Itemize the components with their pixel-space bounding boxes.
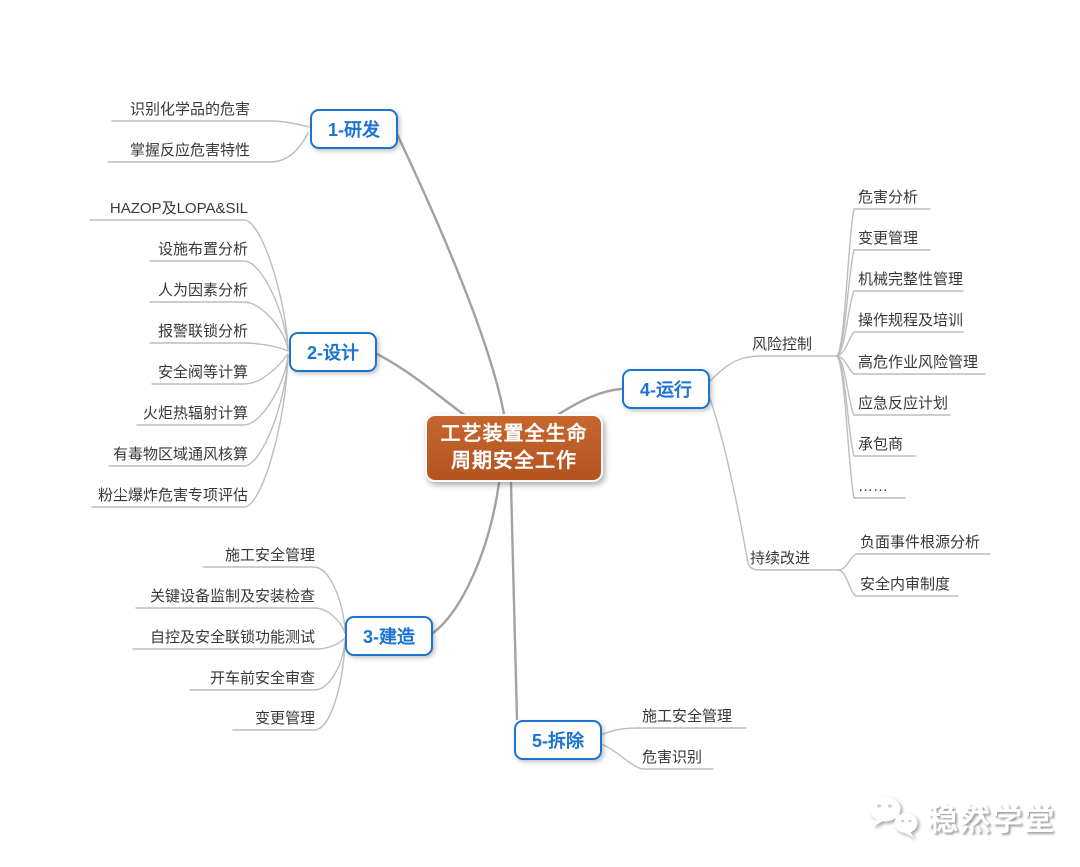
connector-leaf — [151, 353, 289, 385]
group-label-risk-control[interactable]: 风险控制 — [752, 336, 813, 353]
leaf-topic-b4r-1[interactable]: 变更管理 — [858, 230, 919, 247]
connector-leaf — [89, 219, 289, 349]
connector-leaf — [835, 249, 931, 357]
central-topic-line1: 工艺装置全生命 — [440, 423, 588, 445]
watermark-text: 稳然学堂 — [928, 804, 1056, 837]
central-topic-line2: 周期安全工作 — [451, 450, 577, 472]
leaf-topic-b5-0[interactable]: 施工安全管理 — [642, 708, 733, 725]
connector-leaf — [600, 727, 747, 736]
leaf-topic-b4r-2[interactable]: 机械完整性管理 — [858, 271, 964, 288]
connector-leaf — [111, 120, 310, 128]
leaf-topic-b3-3[interactable]: 开车前安全审查 — [209, 670, 315, 687]
connector-leaf — [202, 566, 346, 631]
leaf-topic-b2-4[interactable]: 安全阀等计算 — [157, 364, 248, 381]
connector-leaf — [149, 342, 289, 352]
connector-leaf — [835, 290, 964, 357]
leaf-topic-b4r-0[interactable]: 危害分析 — [858, 189, 919, 206]
leaf-topic-b2-7[interactable]: 粉尘爆炸危害专项评估 — [97, 487, 248, 504]
leaf-connectors — [89, 120, 991, 770]
connector-center-to-branch4 — [557, 387, 623, 416]
branch-node-1-research[interactable]: 1-研发 — [310, 109, 398, 149]
watermark: 稳然学堂 — [866, 794, 1056, 840]
leaf-topic-b1-1[interactable]: 掌握反应危害特性 — [129, 142, 250, 159]
branch-node-2-design[interactable]: 2-设计 — [289, 332, 377, 372]
trunk-connectors — [375, 132, 623, 721]
connector-group-improve — [708, 395, 839, 571]
connector-leaf — [835, 331, 964, 357]
connector-leaf — [135, 607, 346, 634]
leaf-topic-b4r-7[interactable]: …… — [858, 478, 888, 495]
connector-leaf — [232, 642, 346, 731]
connector-leaf — [835, 355, 906, 499]
branch-node-5-demolition[interactable]: 5-拆除 — [514, 720, 602, 760]
connector-leaf — [837, 569, 959, 597]
connector-center-to-branch1 — [395, 132, 506, 416]
leaf-topic-b4c-1[interactable]: 安全内审制度 — [860, 576, 951, 593]
leaf-topic-b2-6[interactable]: 有毒物区域通风核算 — [112, 446, 248, 463]
leaf-topic-b3-4[interactable]: 变更管理 — [254, 710, 315, 727]
leaf-topic-b4r-4[interactable]: 高危作业风险管理 — [858, 354, 979, 371]
leaf-topic-b4c-0[interactable]: 负面事件根源分析 — [860, 534, 981, 551]
connector-leaf — [600, 743, 714, 770]
leaf-topic-b4r-3[interactable]: 操作规程及培训 — [858, 312, 964, 329]
connector-leaf — [149, 301, 289, 351]
branch-node-4-operation[interactable]: 4-运行 — [622, 369, 710, 409]
connector-leaf — [108, 355, 289, 467]
connector-leaf — [837, 553, 991, 571]
leaf-topic-b3-2[interactable]: 自控及安全联锁功能测试 — [149, 629, 315, 646]
leaf-topic-b5-1[interactable]: 危害识别 — [642, 749, 703, 766]
connector-center-to-branch3 — [431, 481, 501, 635]
connector-leaf — [149, 260, 289, 350]
connector-center-to-branch2 — [375, 352, 468, 418]
central-topic[interactable]: 工艺装置全生命 周期安全工作 — [425, 414, 603, 482]
leaf-topic-b1-0[interactable]: 识别化学品的危害 — [129, 101, 250, 118]
connector-leaf — [136, 354, 289, 426]
leaf-topic-b2-5[interactable]: 火炬热辐射计算 — [142, 405, 248, 422]
connector-leaf — [107, 132, 309, 163]
connector-leaf — [91, 355, 289, 508]
leaf-topic-b3-1[interactable]: 关键设备监制及安装检查 — [149, 588, 315, 605]
connector-leaf — [132, 637, 346, 650]
branch-node-3-construction[interactable]: 3-建造 — [345, 616, 433, 656]
group-label-continuous-improvement[interactable]: 持续改进 — [750, 550, 811, 567]
connector-center-to-branch5 — [509, 481, 519, 721]
connector-group-risk — [708, 355, 837, 383]
leaf-topic-b4r-5[interactable]: 应急反应计划 — [858, 395, 949, 412]
leaf-topic-b2-1[interactable]: 设施布置分析 — [157, 241, 248, 258]
connector-leaf — [189, 640, 346, 691]
leaf-topic-b4r-6[interactable]: 承包商 — [858, 436, 904, 453]
leaf-topic-b2-2[interactable]: 人为因素分析 — [157, 282, 248, 299]
leaf-topic-b2-3[interactable]: 报警联锁分析 — [157, 323, 248, 340]
wechat-bubbles-icon — [869, 796, 918, 838]
leaf-topic-b2-0[interactable]: HAZOP及LOPA&SIL — [109, 200, 248, 217]
leaf-topic-b3-0[interactable]: 施工安全管理 — [224, 547, 315, 564]
connector-leaf — [835, 208, 931, 357]
